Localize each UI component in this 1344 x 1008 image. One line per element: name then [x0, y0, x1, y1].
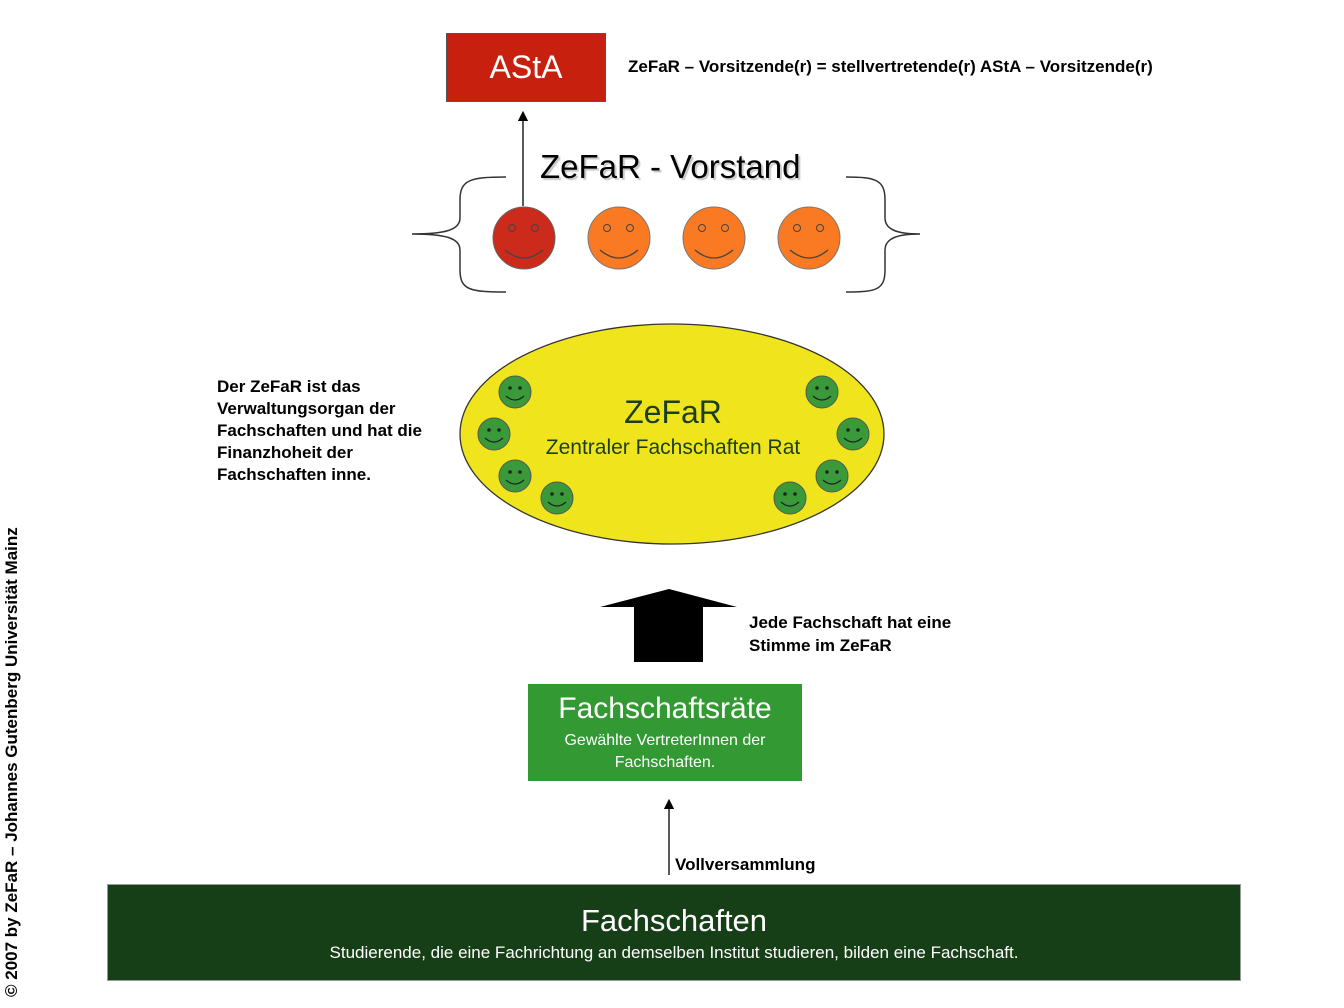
smiley-face-icon: [805, 375, 839, 409]
fachschaften-title: Fachschaften: [580, 903, 768, 938]
smiley-face-icon: [477, 417, 511, 451]
asta-box: AStA: [446, 33, 606, 102]
left-brace: [411, 176, 507, 293]
smiley-face-icon: [498, 459, 532, 493]
smiley-face-icon: [498, 375, 532, 409]
smiley-face-icon: [836, 417, 870, 451]
vorstand-title: ZeFaR - Vorstand: [540, 148, 801, 185]
vollversammlung-label: Vollversammlung: [675, 855, 816, 874]
fachschaftsraete-title: Fachschaftsräte: [558, 692, 772, 725]
fachschaften-subtitle: Studierende, die eine Fachrichtung an de…: [329, 943, 1019, 962]
copyright-text: © 2007 by ZeFaR – Johannes Gutenberg Uni…: [2, 527, 21, 997]
smiley-face-icon: [815, 459, 849, 493]
smiley-face-icon: [777, 206, 841, 270]
smiley-face-icon: [587, 206, 651, 270]
smiley-face-icon: [773, 481, 807, 515]
zefar-subtitle: Zentraler Fachschaften Rat: [545, 436, 801, 459]
fachschaftsraete-subtitle: Gewählte VertreterInnen der Fachschaften…: [564, 732, 766, 771]
zefar-title: ZeFaR: [624, 394, 722, 430]
zefar-members: [477, 375, 870, 515]
zefar-ellipse: [459, 323, 885, 545]
smiley-face-icon: [540, 481, 574, 515]
asta-note: ZeFaR – Vorsitzende(r) = stellvertretend…: [628, 57, 1153, 76]
smiley-face-icon: [682, 206, 746, 270]
right-brace: [845, 176, 921, 293]
arrow-note: Jede Fachschaft hat eine Stimme im ZeFaR: [749, 613, 952, 655]
fachschaftsraete-box: Fachschaftsräte Gewählte VertreterInnen …: [528, 684, 802, 781]
fachschaften-box: Fachschaften Studierende, die eine Fachr…: [107, 884, 1241, 981]
smiley-face-icon: [492, 206, 556, 270]
zefar-description: Der ZeFaR ist das Verwaltungsorgan der F…: [217, 377, 422, 484]
asta-label: AStA: [489, 49, 563, 85]
big-up-arrow: [600, 589, 737, 662]
